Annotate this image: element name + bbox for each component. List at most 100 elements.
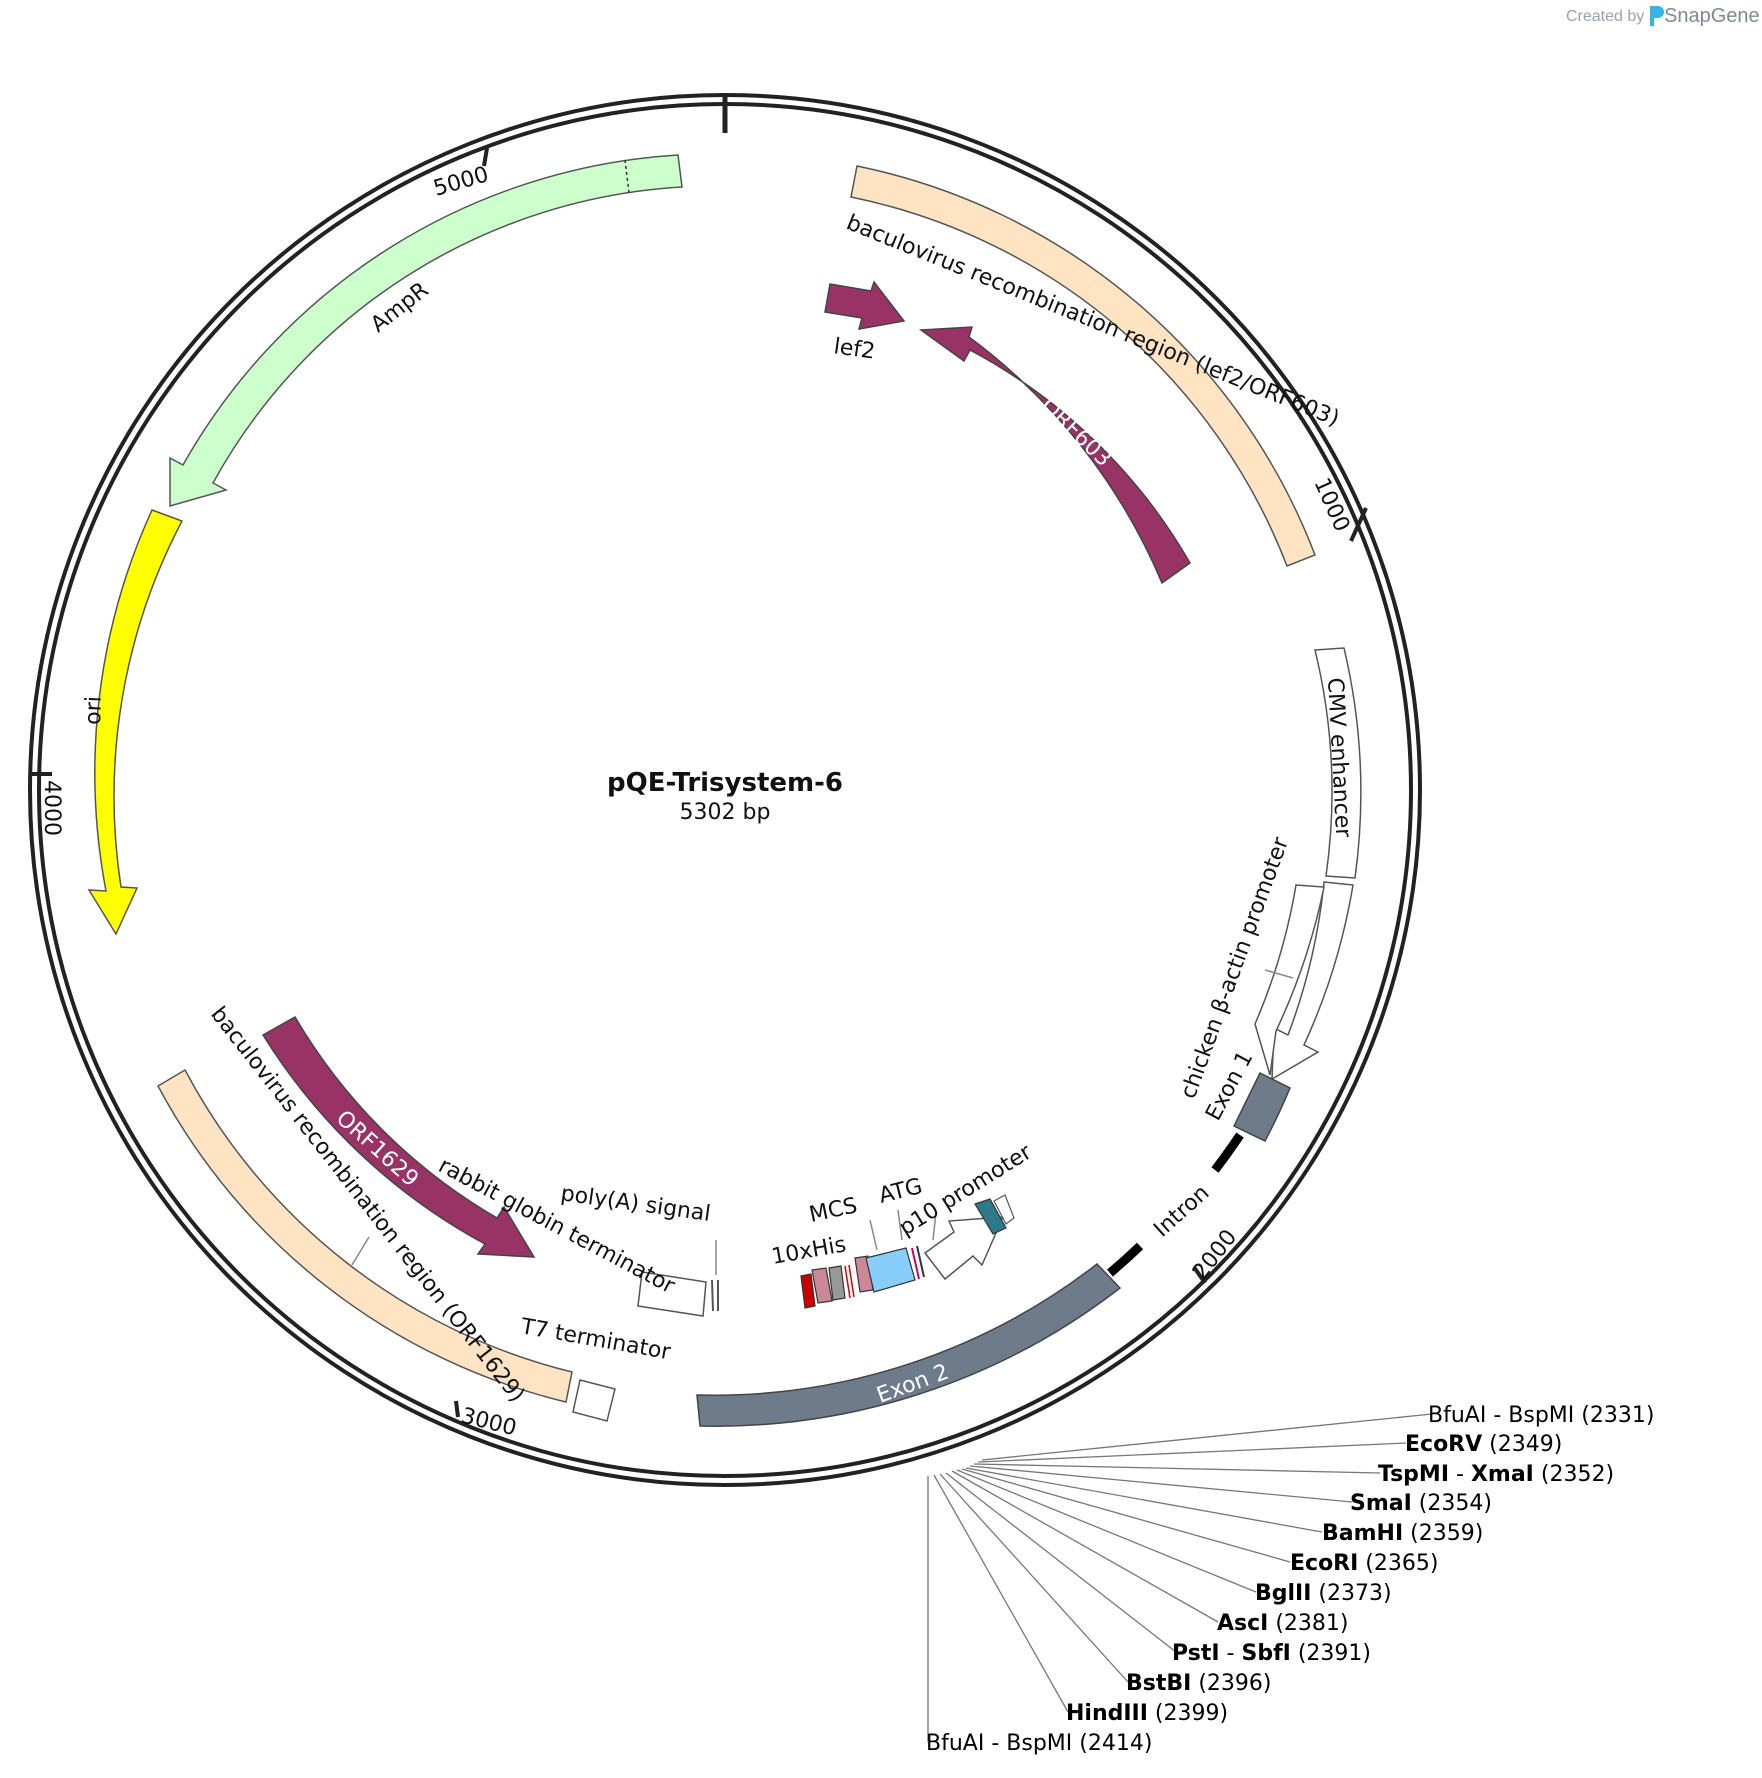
feature-ampr[interactable]: AmpR bbox=[169, 154, 683, 507]
tick-label-2000: 2000 bbox=[1188, 1225, 1242, 1285]
site-position: (2354) bbox=[1412, 1491, 1492, 1516]
tick-1000 bbox=[1349, 507, 1368, 542]
site-name: SmaI bbox=[1350, 1491, 1412, 1516]
feature-cmv[interactable]: CMV enhancer bbox=[1314, 647, 1362, 879]
site-leader-line bbox=[961, 1468, 1291, 1563]
restriction-site-label[interactable]: BamHI (2359) bbox=[1322, 1521, 1483, 1546]
his-tag-block bbox=[865, 1247, 916, 1293]
site-separator: - bbox=[984, 1731, 1006, 1756]
site-name: BfuAI bbox=[1428, 1403, 1486, 1428]
site-name: TspMI bbox=[1378, 1462, 1449, 1487]
restriction-site-label[interactable]: BfuAI - BspMI (2414) bbox=[926, 1731, 1152, 1756]
site-name: EcoRI bbox=[1290, 1551, 1358, 1576]
restriction-site-label[interactable]: BfuAI - BspMI (2331) bbox=[1428, 1403, 1654, 1428]
restriction-site-label[interactable]: SmaI (2354) bbox=[1350, 1491, 1492, 1516]
cluster-red-line-2 bbox=[848, 1264, 855, 1298]
polya-label: poly(A) signal bbox=[559, 1181, 712, 1227]
site-leader-line bbox=[973, 1463, 1381, 1474]
his-label: 10xHis bbox=[770, 1232, 848, 1270]
feature-ori[interactable]: ori bbox=[81, 509, 184, 936]
baculo-top-label: baculovirus recombination region (lef2/O… bbox=[843, 210, 1343, 431]
site-leader-line bbox=[951, 1470, 1219, 1623]
feature-lef2[interactable]: lef2 bbox=[824, 280, 906, 365]
restriction-site-label[interactable]: BstBI (2396) bbox=[1126, 1671, 1272, 1696]
restriction-site-label[interactable]: BglII (2373) bbox=[1255, 1581, 1392, 1606]
restriction-site-label[interactable]: AscI (2381) bbox=[1217, 1611, 1349, 1636]
restriction-site-label[interactable]: PstI - SbfI (2391) bbox=[1172, 1641, 1371, 1666]
site-leader-line bbox=[969, 1465, 1353, 1503]
site-leader-line bbox=[965, 1467, 1323, 1533]
feature-orf603[interactable]: ORF603 bbox=[918, 326, 1191, 585]
site-name-isoschizomer: BspMI bbox=[1006, 1731, 1072, 1756]
cluster-grey-block bbox=[828, 1265, 846, 1301]
exon1-bar bbox=[1232, 1071, 1291, 1142]
site-separator: - bbox=[1220, 1641, 1242, 1666]
site-position: (2365) bbox=[1358, 1551, 1438, 1576]
p10-small-box bbox=[993, 1194, 1015, 1225]
site-name: HindIII bbox=[1066, 1701, 1148, 1726]
snapgene-credit[interactable]: Created by SnapGene bbox=[1566, 5, 1760, 27]
mcs-label: MCS bbox=[807, 1193, 859, 1227]
baculo-top-bar bbox=[850, 165, 1316, 567]
orf603-label: ORF603 bbox=[1036, 393, 1116, 472]
polya-mark-1 bbox=[711, 1279, 714, 1312]
restriction-site-label[interactable]: HindIII (2399) bbox=[1066, 1701, 1228, 1726]
credit-prefix: Created by bbox=[1566, 8, 1644, 25]
site-name: EcoRV bbox=[1405, 1432, 1482, 1457]
feature-baculo-top[interactable]: baculovirus recombination region (lef2/O… bbox=[843, 165, 1343, 567]
atg-mark-2 bbox=[916, 1245, 925, 1278]
site-name-isoschizomer: SbfI bbox=[1241, 1641, 1290, 1666]
cluster-red-block bbox=[800, 1273, 816, 1309]
site-leader-line bbox=[981, 1413, 1433, 1461]
atg-mark-1 bbox=[911, 1247, 920, 1280]
ampr-arrow bbox=[169, 154, 683, 507]
restriction-site-label[interactable]: EcoRV (2349) bbox=[1405, 1432, 1562, 1457]
tick-label-4000: 4000 bbox=[39, 780, 64, 836]
center-label: pQE-Trisystem-6 5302 bp bbox=[607, 768, 843, 825]
tick-2000 bbox=[1192, 1265, 1207, 1285]
site-position: (2359) bbox=[1403, 1521, 1483, 1546]
site-position: (2414) bbox=[1072, 1731, 1152, 1756]
site-name: AscI bbox=[1217, 1611, 1268, 1636]
site-leader-line bbox=[945, 1472, 1177, 1653]
lef2-arrow bbox=[824, 280, 906, 330]
mcs-leader bbox=[869, 1219, 878, 1251]
p10-teal-block bbox=[974, 1198, 1007, 1235]
site-leader-line bbox=[933, 1474, 1069, 1713]
restriction-site-labels: BfuAI - BspMI (2331) EcoRV (2349) TspMI - … bbox=[926, 1403, 1654, 1756]
chicken-arrow bbox=[1271, 881, 1354, 1081]
intron-line-lower bbox=[1107, 1242, 1144, 1277]
site-position: (2373) bbox=[1311, 1581, 1391, 1606]
intron-label: Intron bbox=[1149, 1180, 1214, 1242]
snapgene-logo-icon bbox=[1650, 6, 1664, 26]
p10-arrow bbox=[923, 1216, 1005, 1281]
site-leader-line bbox=[977, 1442, 1407, 1463]
feature-p10-promoter[interactable]: p10 promoter bbox=[895, 1139, 1037, 1281]
site-name: PstI bbox=[1172, 1641, 1220, 1666]
intron-line-upper bbox=[1211, 1132, 1244, 1173]
site-position: (2391) bbox=[1291, 1641, 1371, 1666]
restriction-site-label[interactable]: EcoRI (2365) bbox=[1290, 1551, 1438, 1576]
plasmid-length: 5302 bp bbox=[680, 800, 771, 825]
feature-mcs-cluster[interactable]: MCS ATG 10xHis bbox=[770, 1174, 925, 1309]
t7-label: T7 terminator bbox=[518, 1314, 673, 1365]
site-name: BfuAI bbox=[926, 1731, 984, 1756]
site-leader-line bbox=[956, 1469, 1257, 1593]
chicken-arrow-inner bbox=[1254, 884, 1325, 1076]
site-name: BstBI bbox=[1126, 1671, 1191, 1696]
rabbit-terminator-box bbox=[637, 1271, 707, 1317]
restriction-site-label[interactable]: TspMI - XmaI (2352) bbox=[1378, 1462, 1614, 1487]
p10-leader bbox=[932, 1211, 937, 1241]
baculo-bottom-bar bbox=[157, 1068, 573, 1403]
atg-leader bbox=[897, 1209, 903, 1241]
atg-label: ATG bbox=[876, 1174, 925, 1209]
tick-3000 bbox=[454, 1400, 460, 1418]
backbone bbox=[28, 93, 1422, 1487]
site-position: (2381) bbox=[1268, 1611, 1348, 1636]
baculo-top-label-part: baculovirus recombination region (lef2/O… bbox=[843, 210, 1343, 431]
orf1629-arrow bbox=[261, 1015, 536, 1258]
site-position: (2396) bbox=[1191, 1671, 1271, 1696]
site-name: BglII bbox=[1255, 1581, 1311, 1606]
baculo-bottom-leader bbox=[351, 1236, 370, 1266]
